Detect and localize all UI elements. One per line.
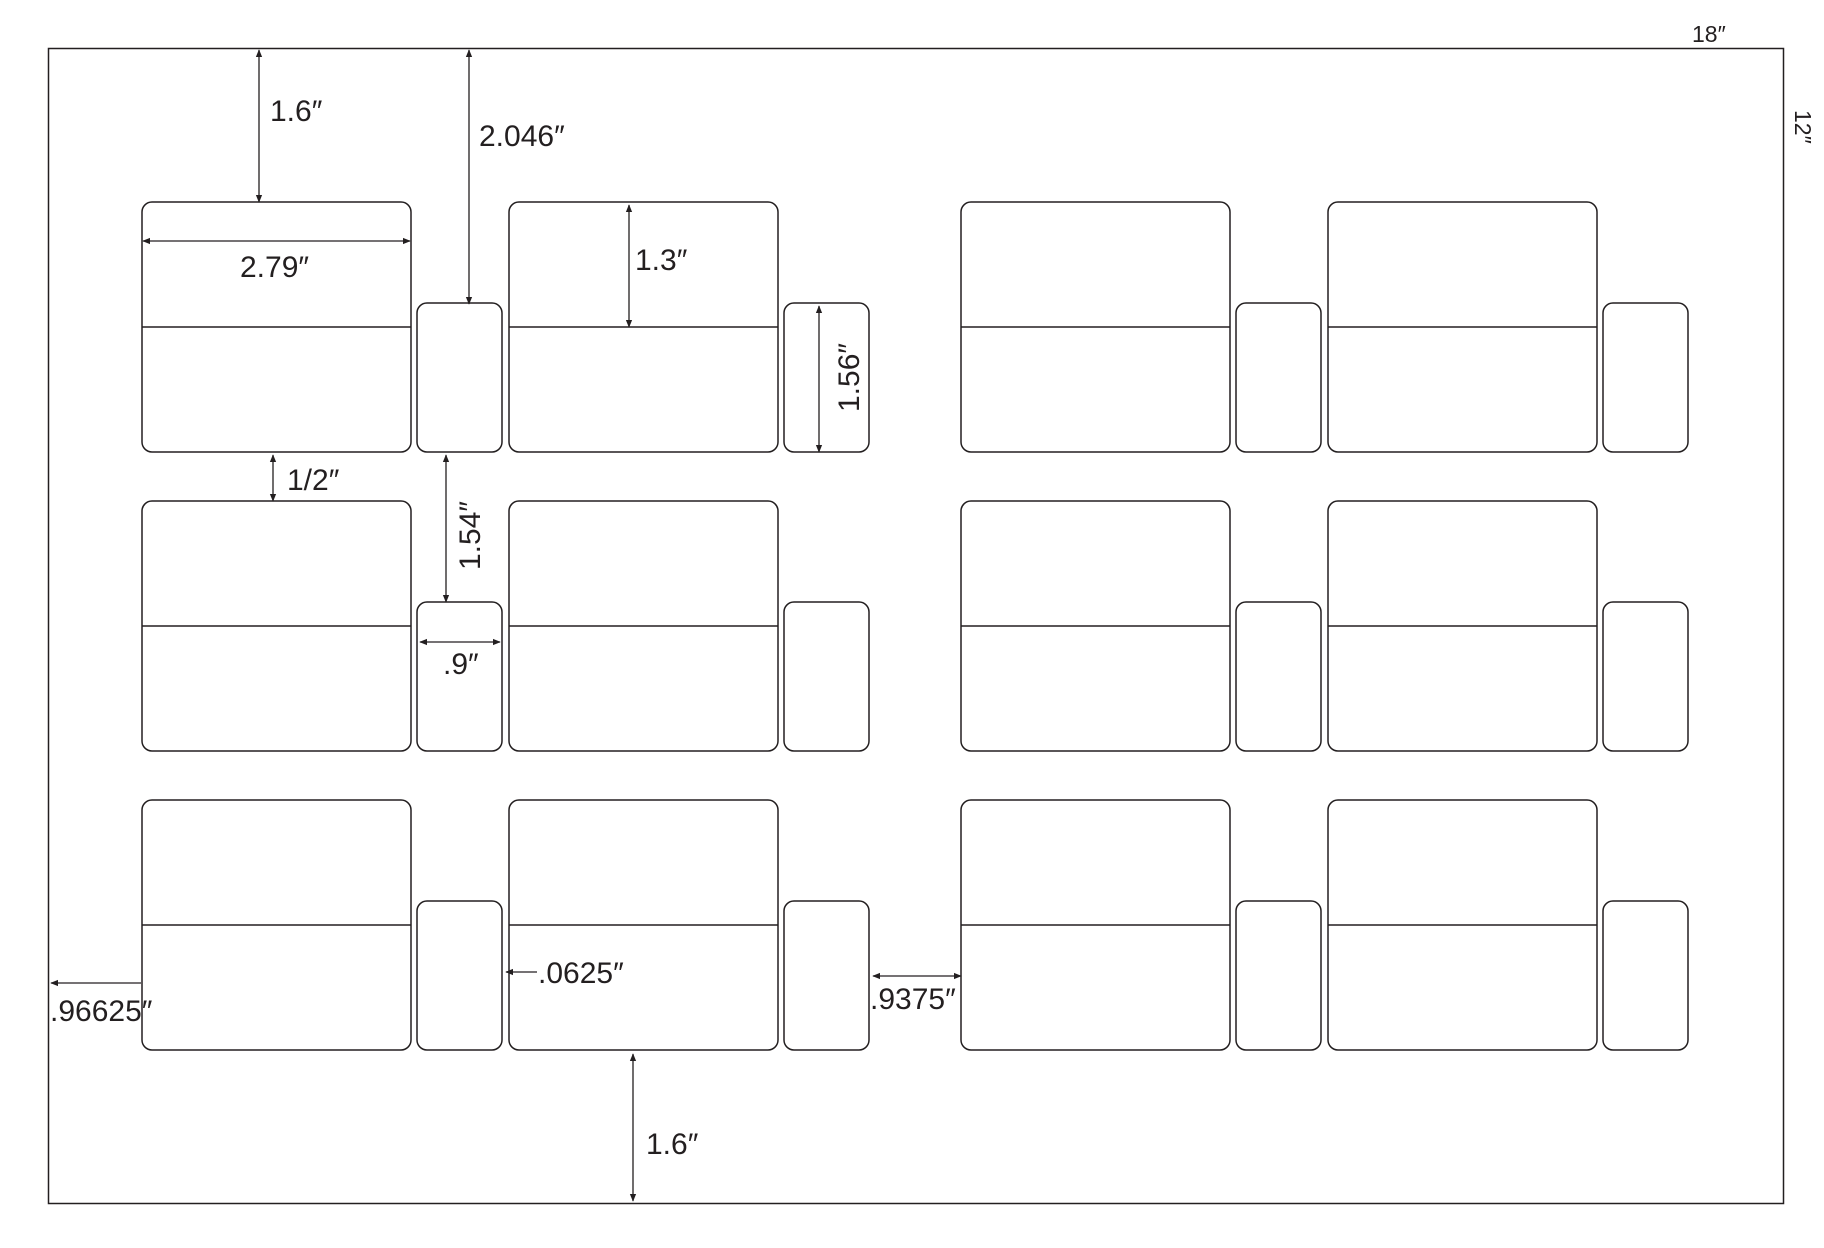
small-label [1602, 900, 1689, 1051]
dim-bottom-margin: 1.6″ [646, 1128, 699, 1161]
dim-large-width: 2.79″ [240, 251, 309, 284]
sheet-height-label: 12″ [1790, 110, 1816, 144]
small-label [1235, 900, 1322, 1051]
small-label [783, 900, 870, 1051]
dim-large-half-height: 1.3″ [635, 244, 688, 277]
dim-row-gap: 1/2″ [287, 464, 340, 497]
sheet-width-label: 18″ [1692, 21, 1726, 47]
dimension-lines [50, 49, 962, 1202]
small-label [1602, 601, 1689, 752]
small-label [416, 302, 503, 453]
dim-small-width: .9″ [443, 648, 479, 681]
small-label [416, 601, 503, 752]
dim-small-height: 1.56″ [833, 343, 866, 412]
dim-left-margin: .96625″ [50, 995, 153, 1028]
dim-small-gap: 1.54″ [454, 501, 487, 570]
small-label [783, 601, 870, 752]
sheet-border [47, 47, 1785, 1205]
dim-gutter: .0625″ [538, 957, 624, 990]
label-grid [141, 201, 1689, 1051]
dim-small-top-offset: 2.046″ [479, 120, 565, 153]
small-label [1235, 302, 1322, 453]
dim-block-gap: .9375″ [870, 983, 956, 1016]
dim-top-margin: 1.6″ [270, 95, 323, 128]
small-label [1602, 302, 1689, 453]
small-label [416, 900, 503, 1051]
small-label [783, 302, 870, 453]
small-label [1235, 601, 1322, 752]
